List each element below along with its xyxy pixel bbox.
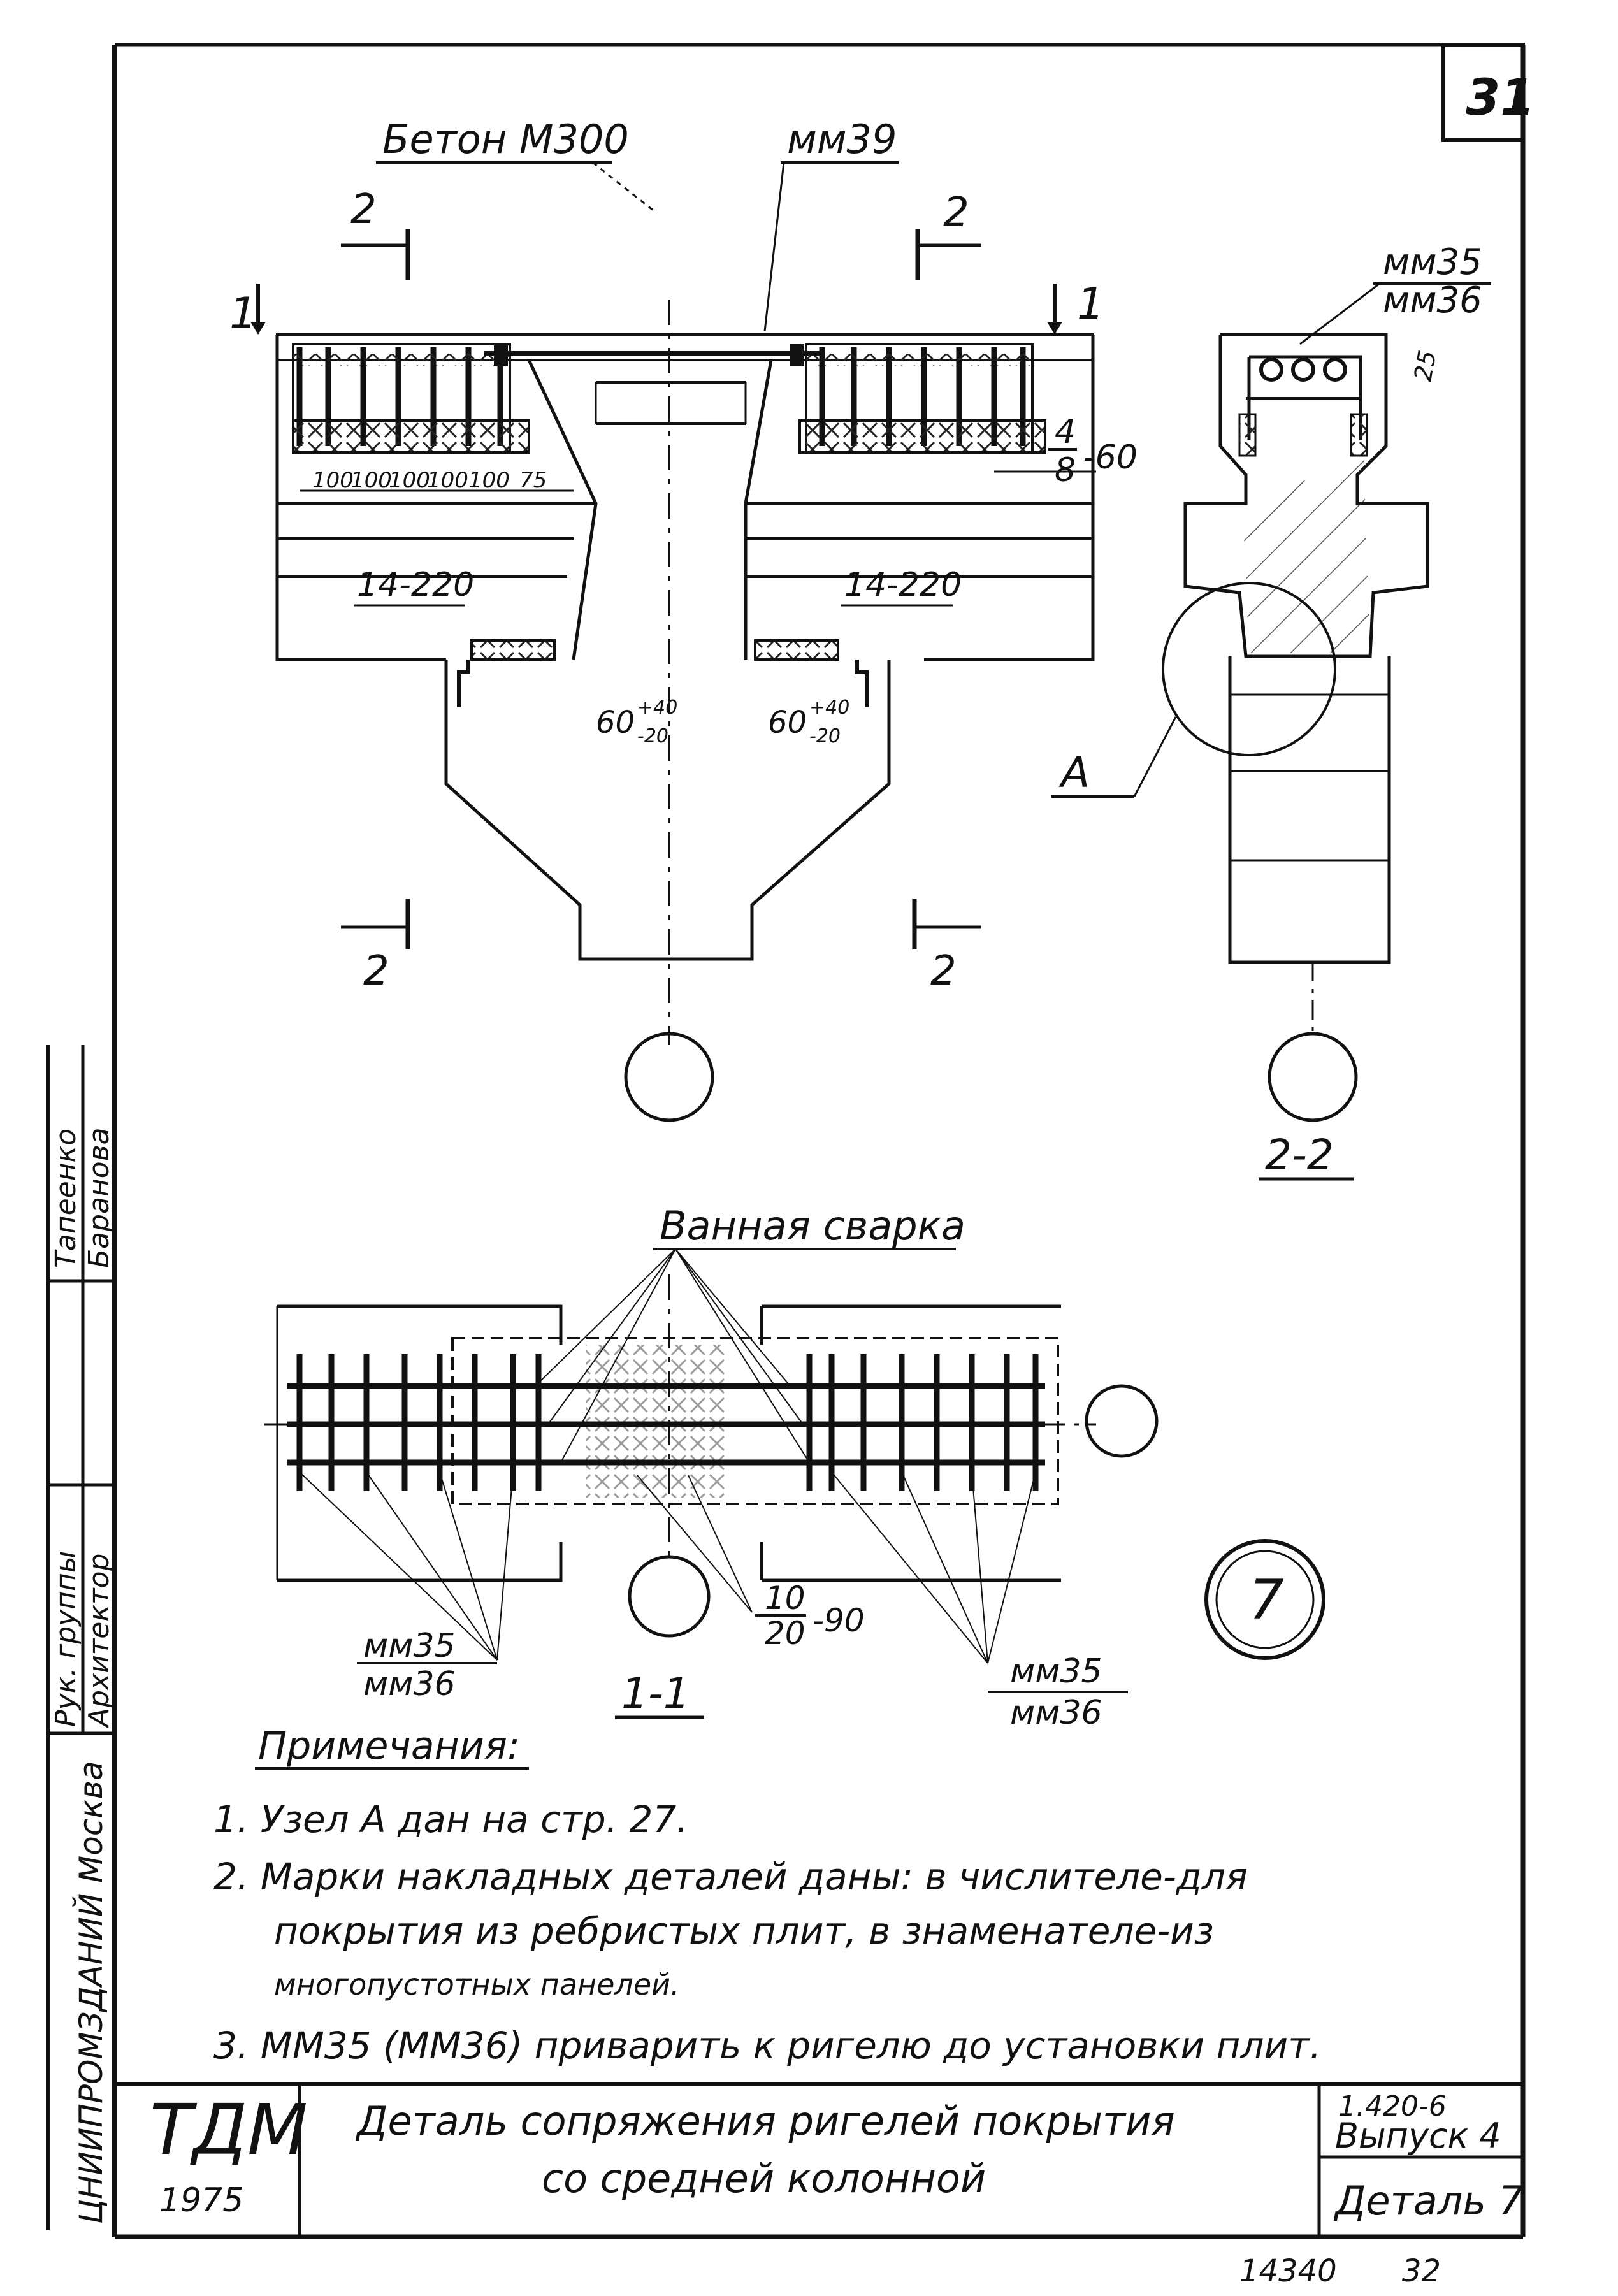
note-2-cont-1: покрытия из ребристых плит, в знаменател… bbox=[274, 1909, 1214, 1953]
spacing-2: 100 bbox=[350, 468, 392, 493]
left-stirrups bbox=[292, 343, 530, 454]
spacing-6: 75 bbox=[519, 468, 547, 493]
section-1-right: 1 bbox=[1077, 279, 1104, 329]
dim-25: 25 bbox=[1409, 348, 1442, 383]
notes-block: Примечания: 1. Узел А дан на стр. 27. 2.… bbox=[213, 1724, 1321, 2067]
column-axis-marker-side bbox=[1268, 1032, 1358, 1122]
node-label: А bbox=[1058, 748, 1090, 797]
drawing-title-line-1: Деталь сопряжения ригелей покрытия bbox=[355, 2098, 1175, 2144]
series-code: 1.420-6 bbox=[1338, 2090, 1447, 2123]
tolerance-right-down: -20 bbox=[809, 725, 841, 747]
side-mark-denominator: мм36 bbox=[1383, 280, 1482, 321]
section-2-bottom-right: 2 bbox=[930, 948, 957, 995]
tolerance-right-up: +40 bbox=[809, 697, 849, 719]
section-2-top-left: 2 bbox=[350, 186, 377, 233]
rebar-right-label: 14-220 bbox=[844, 566, 962, 604]
section-2-top-right: 2 bbox=[943, 189, 969, 236]
logo: ТДМ bbox=[150, 2089, 308, 2170]
bar-length: -90 bbox=[813, 1602, 865, 1639]
spacing-1: 100 bbox=[312, 468, 354, 493]
plan-view-title: 1-1 bbox=[621, 1669, 690, 1718]
note-2-cont-2: многопустотных панелей. bbox=[274, 1967, 680, 2002]
stamp-role-2: Архитектор bbox=[83, 1554, 115, 1729]
tolerance-left-down: -20 bbox=[637, 725, 668, 747]
side-view-title: 2-2 bbox=[1265, 1130, 1334, 1180]
detail-number-label: Деталь 7 bbox=[1333, 2177, 1524, 2224]
mark-denominator: 8 bbox=[1055, 451, 1076, 489]
note-2: 2. Марки накладных деталей даны: в числи… bbox=[213, 1855, 1248, 1898]
section-2-bottom-left: 2 bbox=[363, 948, 389, 995]
tolerance-right: 60 bbox=[768, 705, 807, 740]
detail-number-circle bbox=[1204, 1539, 1325, 1660]
issue-number: Выпуск 4 bbox=[1335, 2116, 1501, 2156]
notes-heading: Примечания: bbox=[258, 1724, 520, 1768]
bar-numerator: 10 bbox=[765, 1580, 805, 1617]
side-mark-numerator: мм35 bbox=[1383, 242, 1482, 283]
stamp-org: ЦНИИПРОМЗДАНИЙ Москва bbox=[72, 1761, 110, 2224]
spacing-3: 100 bbox=[389, 468, 430, 493]
right-stirrups bbox=[798, 343, 1046, 454]
tolerance-left: 60 bbox=[596, 705, 635, 740]
mark-numerator: 4 bbox=[1055, 413, 1076, 451]
page-number: 31 bbox=[1466, 69, 1535, 127]
part-label: мм39 bbox=[787, 116, 897, 162]
tolerance-left-up: +40 bbox=[637, 697, 677, 719]
title-block: ТДМ 1975 Деталь сопряжения ригелей покры… bbox=[115, 2082, 1524, 2237]
plan-mark-left-den: мм36 bbox=[363, 1665, 456, 1703]
stamp-name-1: Тапеенко bbox=[50, 1129, 82, 1268]
stamp-name-2: Баранова bbox=[83, 1127, 115, 1268]
plan-mark-right-num: мм35 bbox=[1010, 1652, 1102, 1691]
bottom-note-1: 14340 bbox=[1239, 2253, 1337, 2289]
stamp-role-1: Рук. группы bbox=[50, 1551, 82, 1727]
bar-denominator: 20 bbox=[765, 1615, 805, 1652]
drawing-title-line-2: со средней колонной bbox=[542, 2155, 986, 2202]
node-a-circle bbox=[1162, 582, 1336, 756]
rebar-left-label: 14-220 bbox=[357, 566, 474, 604]
plan-axis-marker-right bbox=[1085, 1384, 1159, 1458]
plan-mark-right-den: мм36 bbox=[1010, 1694, 1102, 1732]
plan-section-view: Ванная сварка мм35 мм36 мм35 мм36 10 20 … bbox=[264, 1202, 1325, 1732]
main-section-view: Бетон М300 мм39 1 1 2 2 2 2 100 100 100 … bbox=[229, 116, 1138, 1122]
column-axis-marker bbox=[624, 1032, 714, 1122]
side-stamp: Рук. группы Архитектор Тапеенко Баранова… bbox=[46, 1045, 115, 2230]
note-1: 1. Узел А дан на стр. 27. bbox=[213, 1798, 688, 1841]
weld-label: Ванная сварка bbox=[660, 1202, 965, 1249]
plan-mark-left-num: мм35 bbox=[363, 1627, 456, 1665]
section-1-left: 1 bbox=[229, 289, 257, 339]
note-3: 3. ММ35 (ММ36) приварить к ригелю до уст… bbox=[213, 2024, 1321, 2067]
plan-axis-marker-bottom bbox=[628, 1555, 711, 1638]
spacing-5: 100 bbox=[468, 468, 510, 493]
bottom-note-2: 32 bbox=[1402, 2253, 1441, 2289]
mark-length: -60 bbox=[1083, 438, 1138, 477]
sheet-frame bbox=[112, 43, 1526, 2239]
year: 1975 bbox=[159, 2181, 243, 2220]
concrete-label: Бетон М300 bbox=[382, 116, 629, 162]
detail-number: 7 bbox=[1249, 1568, 1284, 1632]
spacing-4: 100 bbox=[427, 468, 468, 493]
side-section-view: мм35 мм36 25 А 2-2 bbox=[1051, 242, 1491, 1181]
